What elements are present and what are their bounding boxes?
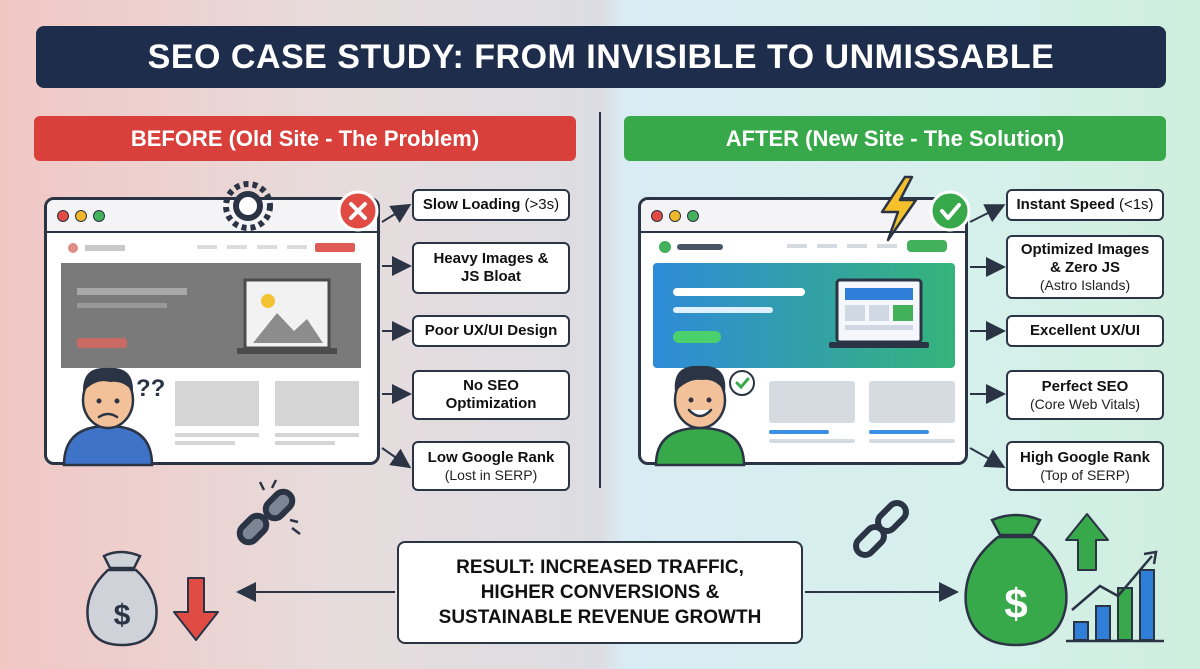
before-item-poor-ux: Poor UX/UI Design: [412, 315, 570, 347]
window-close-dot: [651, 209, 663, 222]
browser-chrome: [47, 200, 377, 233]
new-site-content: [653, 240, 955, 443]
window-close-dot: [57, 209, 69, 222]
result-line-3: SUSTAINABLE REVENUE GROWTH: [438, 607, 762, 628]
speech-check-icon: [729, 370, 755, 396]
happy-person-icon: [654, 365, 746, 467]
before-item-no-seo: No SEO Optimization: [412, 370, 570, 420]
after-item-optimized-images: Optimized Images & Zero JS (Astro Island…: [1006, 235, 1164, 299]
money-symbol-grey: $: [114, 599, 131, 632]
money-bag-icon: $: [86, 550, 158, 647]
after-connector-arrows: [969, 204, 1006, 468]
after-item-high-rank: High Google Rank (Top of SERP): [1006, 441, 1164, 491]
center-divider: [599, 112, 601, 488]
chain-icon: [853, 500, 909, 558]
money-bag-icon-green: $: [964, 513, 1068, 647]
arrow-up-icon: [1065, 513, 1109, 571]
window-minimize-dot: [75, 209, 87, 222]
close-icon: [337, 190, 379, 232]
result-box: RESULT: INCREASED TRAFFIC, HIGHER CONVER…: [397, 541, 803, 644]
window-maximize-dot: [687, 209, 699, 222]
after-item-perfect-seo: Perfect SEO (Core Web Vitals): [1006, 370, 1164, 420]
after-item-excellent-ux: Excellent UX/UI: [1006, 315, 1164, 347]
money-symbol-green: $: [1004, 580, 1027, 627]
old-site-browser: [44, 197, 380, 465]
gear-icon: [223, 181, 273, 231]
after-item-instant-speed: Instant Speed (<1s): [1006, 189, 1164, 221]
before-connector-arrows: [381, 203, 412, 469]
old-site-content: [61, 243, 361, 445]
after-header: AFTER (New Site - The Solution): [624, 116, 1166, 161]
before-item-low-rank: Low Google Rank (Lost in SERP): [412, 441, 570, 491]
before-item-slow-loading: Slow Loading (>3s): [412, 189, 570, 221]
broken-chain-icon: [236, 479, 301, 546]
window-minimize-dot: [669, 209, 681, 222]
bar-chart-icon: [1066, 550, 1164, 643]
confused-question-marks: ??: [136, 375, 165, 402]
lightning-icon: [880, 175, 918, 242]
result-line-1: RESULT: INCREASED TRAFFIC,: [456, 557, 744, 578]
check-icon: [929, 190, 971, 232]
arrow-down-icon: [173, 577, 219, 641]
confused-person-icon: [62, 367, 154, 467]
page-title: SEO CASE STUDY: FROM INVISIBLE TO UNMISS…: [36, 26, 1166, 88]
before-header: BEFORE (Old Site - The Problem): [34, 116, 576, 161]
result-line-2: HIGHER CONVERSIONS &: [480, 582, 720, 603]
window-maximize-dot: [93, 209, 105, 222]
before-item-heavy-images: Heavy Images & JS Bloat: [412, 242, 570, 294]
